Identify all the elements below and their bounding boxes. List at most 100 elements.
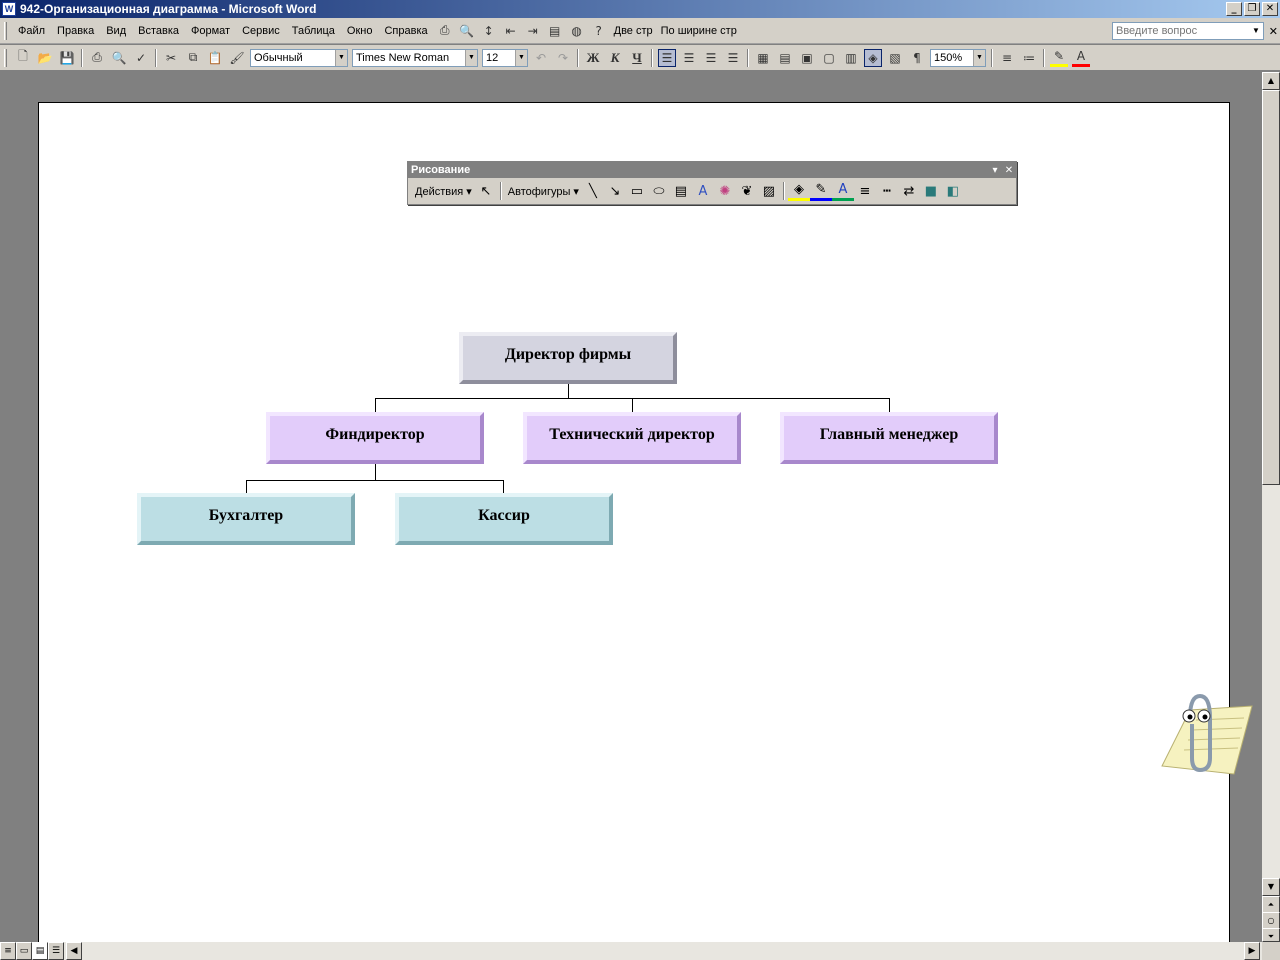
line-style-icon[interactable]: ≡ [859,183,871,199]
cut-icon[interactable]: ✂ [165,50,177,65]
rectangle-icon[interactable]: ▭ [630,183,644,199]
print-layout-icon[interactable]: ▤ [32,942,48,960]
columns-icon[interactable]: ▥ [845,50,857,65]
table-icon[interactable]: ▦ [757,50,769,65]
clip-art-icon[interactable]: ❦ [741,183,753,199]
font-size-select[interactable]: 12 ▼ [482,48,528,67]
next-page-icon[interactable]: ⏷ [1262,928,1280,942]
scroll-right-icon[interactable]: ▶ [1244,942,1260,960]
org-box-director[interactable]: Директор фирмы [459,332,677,384]
toolbar-grip[interactable] [4,48,7,67]
redo-icon[interactable]: ↷ [557,50,569,65]
shadow-icon[interactable]: ■ [924,183,938,199]
document-map-icon[interactable]: ▧ [889,50,901,65]
org-box-cashier[interactable]: Кассир [395,493,613,545]
preview-icon[interactable]: 🔍 [111,50,127,65]
print-icon[interactable]: ⎙ [92,50,102,64]
arrow-icon[interactable]: ↘ [609,183,621,199]
bullets-icon[interactable]: ≔ [1023,50,1035,65]
toolbar-grip[interactable] [4,21,7,40]
oval-icon[interactable]: ⬭ [653,183,665,199]
page-width-button[interactable]: По ширине стр [660,24,737,37]
line-spacing-icon[interactable]: ↕ [483,23,494,38]
diagram-icon[interactable]: ✺ [719,183,731,199]
decrease-indent-icon[interactable]: ⇤ [505,23,516,38]
chevron-down-icon[interactable]: ▼ [465,49,477,66]
org-box-finance-director[interactable]: Финдиректор [266,412,484,464]
chevron-down-icon[interactable]: ▼ [973,49,985,66]
close-icon[interactable]: ✕ [1004,164,1014,176]
copy-icon[interactable]: ⧉ [188,50,198,64]
text-box-icon[interactable]: ▤ [674,183,688,199]
close-button[interactable]: ✕ [1262,2,1278,16]
menu-view[interactable]: Вид [106,24,127,37]
line-icon[interactable]: ╲ [589,183,597,199]
numbering-icon[interactable]: ≡ [1001,50,1013,65]
scroll-left-icon[interactable]: ◀ [66,942,82,960]
normal-view-icon[interactable]: ≡ [0,942,16,960]
menu-file[interactable]: Файл [18,24,46,37]
paste-icon[interactable]: 📋 [207,50,223,65]
bold-button[interactable]: Ж [586,49,600,65]
two-pages-button[interactable]: Две стр [613,24,653,37]
format-painter-icon[interactable]: 🖌 [229,50,245,65]
ask-question-input[interactable] [1113,25,1249,37]
fill-color-icon[interactable]: ◈ [787,181,810,201]
dash-style-icon[interactable]: ┅ [883,183,891,199]
scroll-down-icon[interactable]: ▼ [1262,878,1280,896]
outline-view-icon[interactable]: ☰ [48,942,64,960]
org-box-chief-manager[interactable]: Главный менеджер [780,412,998,464]
save-icon[interactable]: 💾 [59,50,75,65]
align-center-icon[interactable]: ☰ [683,50,695,65]
org-box-technical-director[interactable]: Технический директор [523,412,741,464]
web-view-icon[interactable]: ▭ [16,942,32,960]
menu-help[interactable]: Справка [384,24,428,37]
picture-icon[interactable]: ▨ [762,183,776,199]
underline-button[interactable]: Ч [632,49,642,65]
scroll-thumb[interactable] [1262,90,1280,485]
menu-format[interactable]: Формат [191,24,231,37]
arrow-style-icon[interactable]: ⇄ [903,183,915,199]
scroll-up-icon[interactable]: ▲ [1262,72,1280,90]
font-color-icon[interactable]: A [831,181,854,201]
menu-edit[interactable]: Правка [57,24,95,37]
chevron-down-icon[interactable]: ▼ [1252,26,1260,35]
justify-icon[interactable]: ☰ [727,50,739,65]
horizontal-scrollbar[interactable]: ≡ ▭ ▤ ☰ ◀ ▶ [0,942,1262,960]
align-right-icon[interactable]: ☰ [705,50,717,65]
select-objects-icon[interactable]: ↖ [480,183,492,199]
undo-icon[interactable]: ↶ [535,50,547,65]
actions-menu[interactable]: Действия ▾ [415,185,472,198]
align-left-icon[interactable]: ☰ [658,48,676,67]
zoom-select[interactable]: 150% ▼ [930,48,986,67]
help-icon[interactable]: ? [595,23,602,38]
print-preview-icon[interactable]: ⎙ [439,23,450,37]
3d-icon[interactable]: ◧ [946,183,960,199]
close-document-icon[interactable]: ✕ [1268,25,1278,38]
drawing-icon[interactable]: ◈ [864,48,882,67]
restore-button[interactable]: ❐ [1244,2,1260,16]
style-select[interactable]: Обычный ▼ [250,48,348,67]
font-color-icon[interactable]: A [1072,49,1090,67]
menu-table[interactable]: Таблица [291,24,335,37]
increase-indent-icon[interactable]: ⇥ [527,23,538,38]
vertical-scrollbar[interactable]: ▲ ▼ ⏶ ○ ⏷ [1262,72,1280,942]
new-document-icon[interactable]: 🗋 [18,49,28,63]
menu-tools[interactable]: Сервис [242,24,280,37]
excel-icon[interactable]: ▣ [801,50,813,65]
ask-question-box[interactable]: ▼ [1112,22,1264,40]
italic-button[interactable]: К [610,49,620,65]
pdf-icon[interactable]: ▤ [548,23,561,38]
zoom-icon[interactable]: 🔍 [459,23,475,38]
chevron-down-icon[interactable]: ▼ [515,49,527,66]
web-icon[interactable]: ◍ [571,23,582,38]
chevron-down-icon[interactable]: ▼ [335,49,347,66]
highlight-icon[interactable]: ✎ [1050,49,1068,67]
open-icon[interactable]: 📂 [37,50,53,65]
line-color-icon[interactable]: ✎ [809,181,832,201]
show-formatting-icon[interactable]: ¶ [913,50,921,65]
spelling-icon[interactable]: ✓ [135,50,147,65]
drawing-toolbar-caption[interactable]: Рисование ▾ ✕ [408,162,1016,178]
wordart-icon[interactable]: A [698,183,708,199]
minimize-button[interactable]: _ [1226,2,1242,16]
